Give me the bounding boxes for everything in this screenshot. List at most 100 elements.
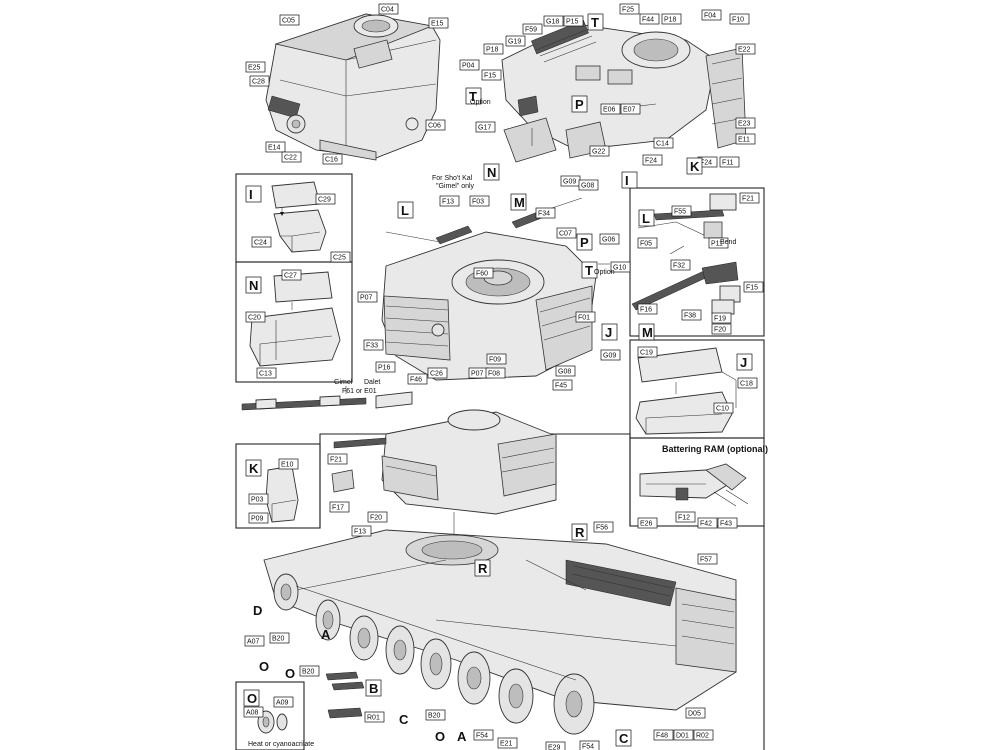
part-code: F60 (476, 271, 488, 278)
part-code: B20 (428, 713, 441, 720)
part-callout-box (620, 103, 641, 115)
step-marker-box (474, 559, 491, 577)
part-callout: E10 (278, 458, 299, 470)
part-callout: E21 (497, 737, 518, 749)
road-wheels (273, 573, 595, 735)
step-letter: B (369, 681, 378, 696)
part-code: E10 (281, 462, 294, 469)
step-letter: P (580, 235, 589, 250)
part-callout-box (281, 151, 302, 163)
part-callout-box (593, 521, 614, 533)
part-callout-box (351, 525, 372, 537)
part-callout-box (265, 141, 286, 153)
part-code: C22 (284, 155, 297, 162)
part-callout: C16 (322, 153, 343, 165)
part-code: B20 (302, 669, 315, 676)
part-callout: C29 (315, 193, 336, 205)
part-callout-box (378, 3, 399, 15)
part-callout: F44 (639, 13, 660, 25)
part-callout: D05 (685, 707, 706, 719)
part-callout: E26 (637, 517, 658, 529)
part-callout-box (473, 729, 494, 741)
step-letter: P (575, 97, 584, 112)
step-letter: O (435, 729, 445, 744)
part-code: F38 (684, 313, 696, 320)
part-callout-box (481, 69, 502, 81)
variant-label: Dalet (364, 379, 380, 386)
part-callout-box (637, 303, 658, 315)
part-code: C05 (282, 18, 295, 25)
step-marker-box (581, 261, 598, 279)
step-marker: R (571, 523, 588, 541)
part-code: F24 (645, 158, 657, 165)
part-callout-box (425, 119, 446, 131)
part-code: F54 (582, 744, 594, 750)
part-code: F48 (656, 733, 668, 740)
part-callout: E25 (245, 61, 266, 73)
part-callout-box (670, 259, 691, 271)
step-letter: M (514, 195, 525, 210)
part-code: F56 (596, 525, 608, 532)
step-marker: R (474, 559, 491, 577)
part-callout: F56 (593, 521, 614, 533)
part-callout: F38 (681, 309, 702, 321)
part-callout-box (475, 121, 496, 133)
step-marker: T (581, 261, 598, 279)
step-letter: R (478, 561, 488, 576)
step-marker: K (686, 157, 703, 175)
part-callout-box (579, 740, 600, 750)
part-callout: P18 (661, 13, 682, 25)
part-code: P04 (462, 63, 475, 70)
part-code: E14 (268, 145, 281, 152)
panel-j-drawing (635, 347, 737, 435)
step-letter: A (457, 729, 467, 744)
step-marker: C (399, 712, 409, 727)
part-code: F20 (714, 327, 726, 334)
part-callout: C04 (378, 3, 399, 15)
part-callout: E22 (735, 43, 756, 55)
part-callout: P04 (459, 59, 480, 71)
part-code: C28 (252, 79, 265, 86)
part-callout-box (743, 281, 764, 293)
part-callout: G09 (560, 175, 581, 187)
part-callout-box (248, 493, 269, 505)
step-marker-box (615, 729, 632, 747)
step-marker-box (243, 689, 260, 707)
glue-note: Heat or cyanoacrilate (248, 741, 314, 748)
step-marker: T (465, 87, 482, 105)
part-callout-box (299, 665, 320, 677)
part-callout-box (639, 13, 660, 25)
part-callout: P11 (708, 237, 729, 249)
part-callout: G06 (599, 233, 620, 245)
step-letter: T (585, 263, 593, 278)
part-code: P07 (471, 371, 484, 378)
part-code: E23 (738, 121, 751, 128)
hull-panel-frame (236, 433, 765, 750)
part-code: G09 (603, 353, 616, 360)
battering-ram-drawing (639, 463, 749, 507)
part-callout: G08 (578, 179, 599, 191)
part-code: C29 (318, 197, 331, 204)
part-callout-box (367, 511, 388, 523)
step-marker-box (736, 353, 753, 371)
part-callout: F24 (642, 154, 663, 166)
step-marker: O (435, 729, 445, 744)
part-callout: P15 (563, 15, 584, 27)
part-code: F59 (525, 27, 537, 34)
part-code: P18 (664, 17, 677, 24)
part-callout: F05 (637, 237, 658, 249)
part-callout-box (653, 137, 674, 149)
part-code: G10 (613, 265, 626, 272)
part-callout: B20 (299, 665, 320, 677)
part-callout: F46 (407, 373, 428, 385)
part-callout: F08 (485, 367, 506, 379)
part-callout-box (486, 353, 507, 365)
part-callout-box (697, 553, 718, 565)
part-code: G08 (558, 369, 571, 376)
part-callout-box (701, 9, 722, 21)
part-callout-box (427, 367, 448, 379)
step-marker: C (615, 729, 632, 747)
part-callout: C19 (637, 346, 658, 358)
panel-o (235, 681, 305, 750)
